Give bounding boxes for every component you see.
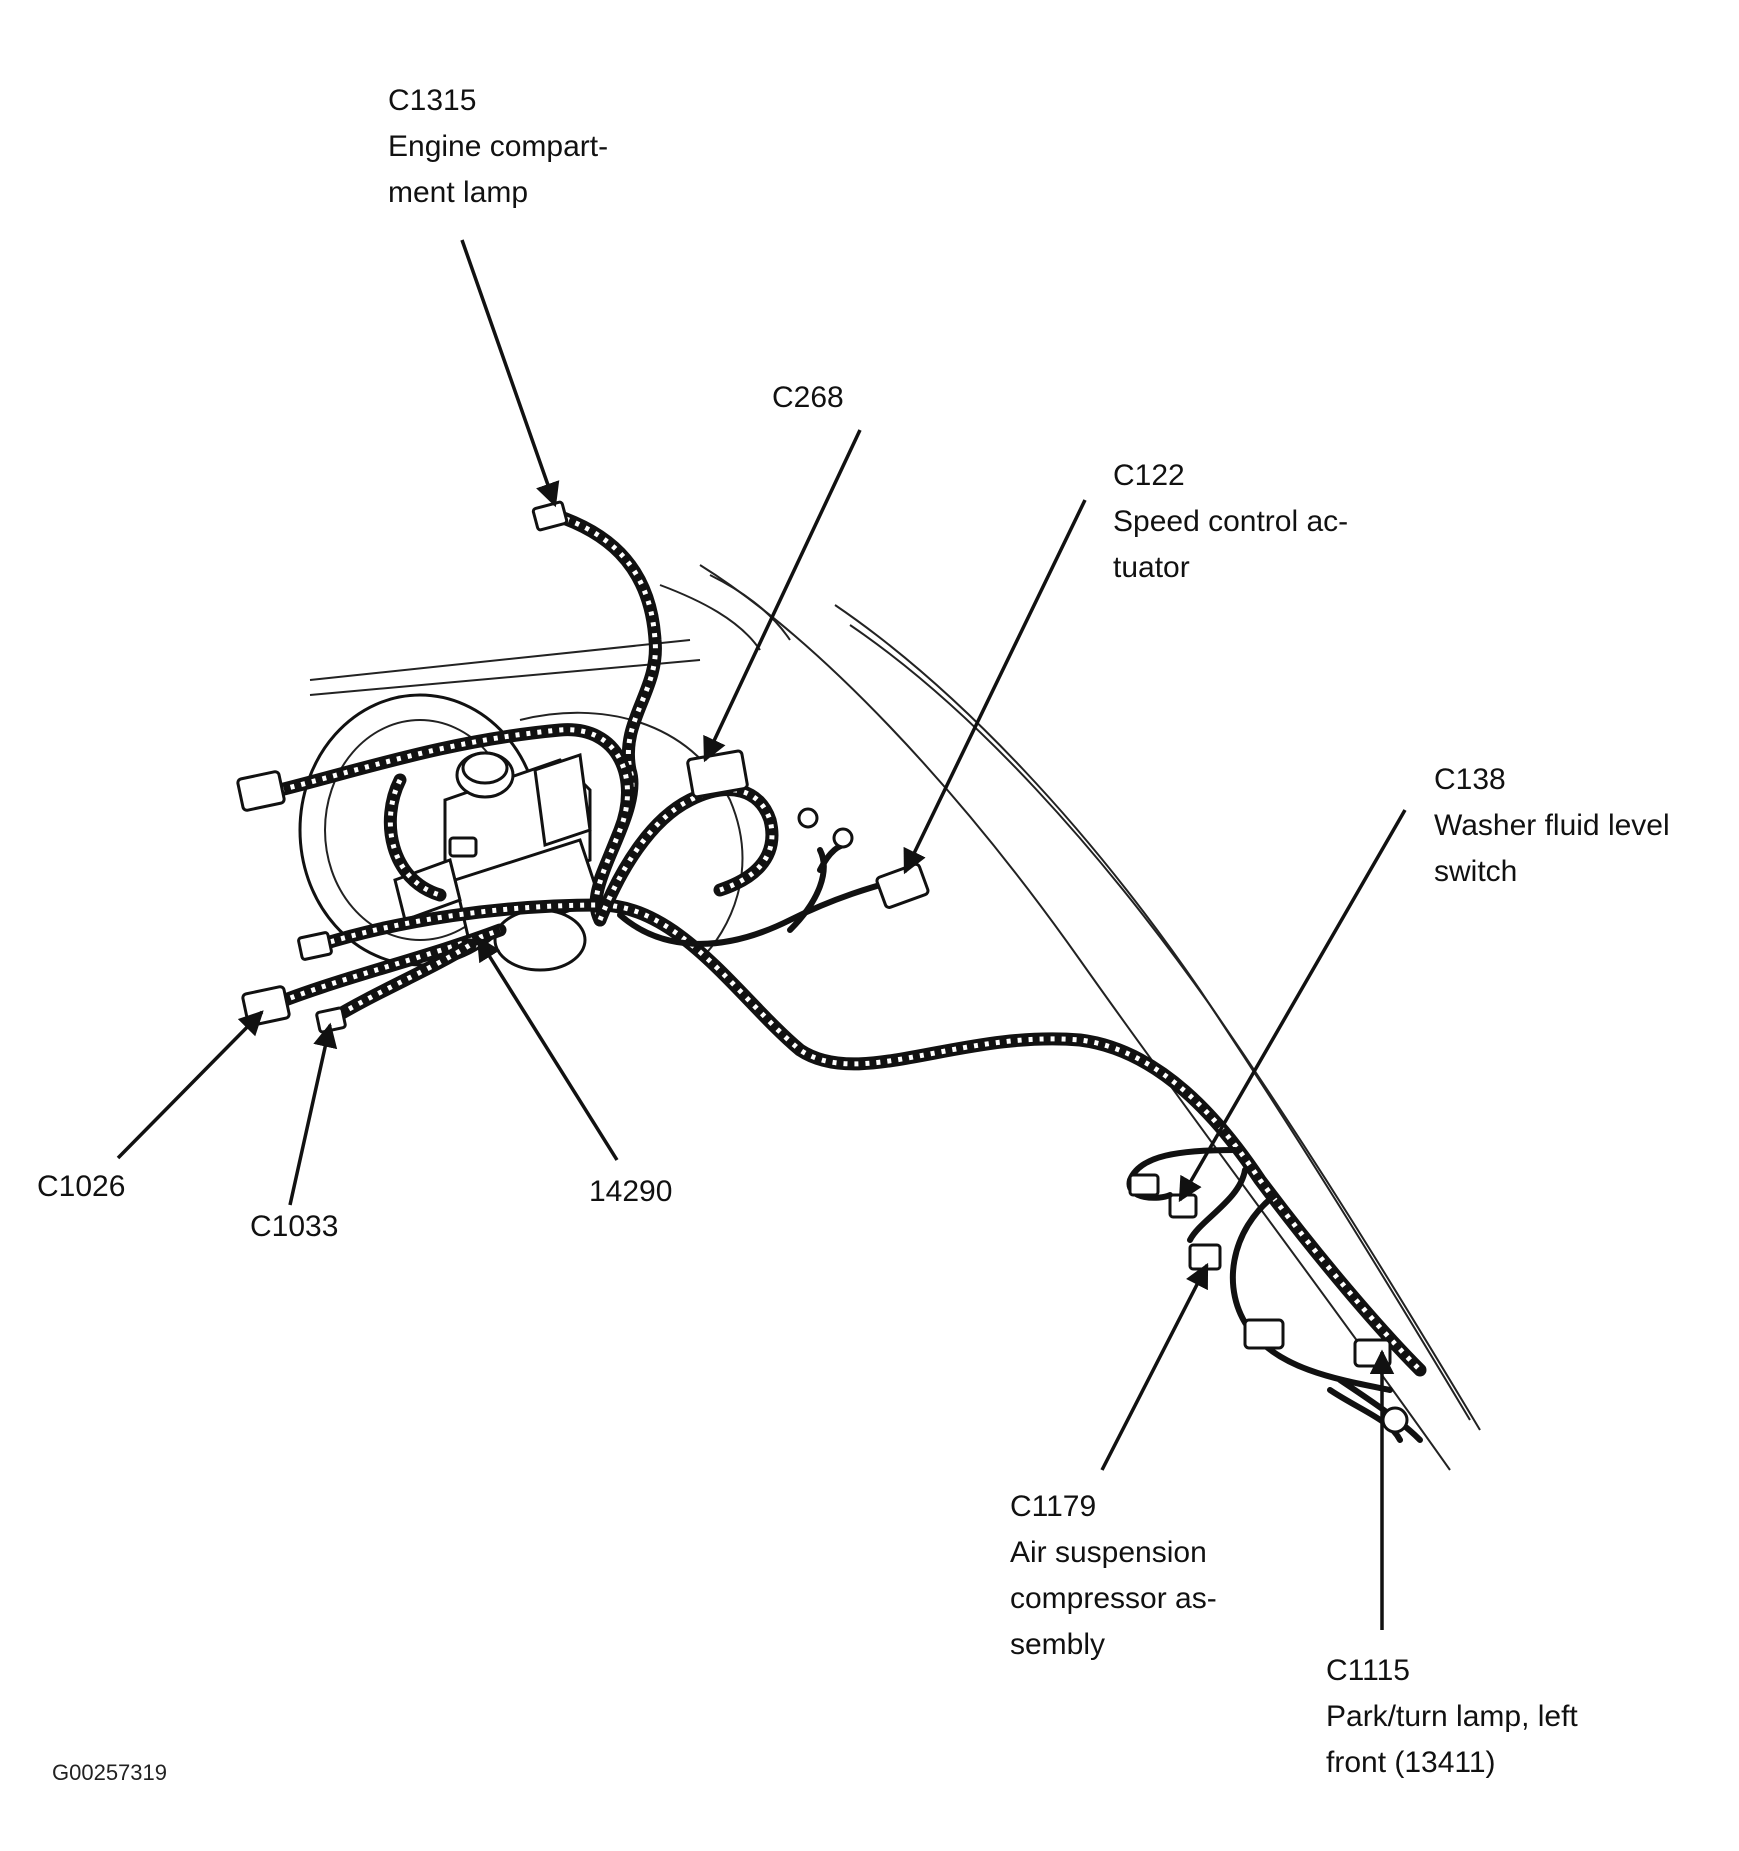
callout-c1179: C1179 Air suspension compressor as- semb… [1010, 1484, 1217, 1668]
callout-c1026-code: C1026 [37, 1170, 126, 1203]
callout-c1115: C1115 Park/turn lamp, left front (13411) [1326, 1648, 1578, 1786]
callout-c1033: C1033 [250, 1204, 338, 1250]
callout-c1026: C1026 [37, 1164, 125, 1210]
branch-wires [617, 807, 1423, 1443]
callout-c138: C138 Washer fluid level switch [1434, 757, 1670, 895]
callout-leaders [116, 239, 1407, 1630]
callout-c1315: C1315 Engine compart- ment lamp [388, 78, 608, 216]
callout-14290-code: 14290 [589, 1175, 673, 1208]
figure-id: G00257319 [52, 1760, 167, 1785]
leader-c268 [703, 429, 862, 763]
callout-c1179-code: C1179 [1010, 1490, 1097, 1523]
leader-c122 [903, 499, 1087, 875]
callout-c1179-desc: Air suspension compressor as- sembly [1010, 1536, 1217, 1661]
leader-c1033 [288, 1022, 338, 1206]
callout-c1115-desc: Park/turn lamp, left front (13411) [1326, 1700, 1578, 1779]
callout-c138-code: C138 [1434, 763, 1506, 796]
leader-14290 [476, 935, 619, 1161]
leader-c1315 [460, 239, 560, 508]
callout-c138-desc: Washer fluid level switch [1434, 809, 1670, 888]
fender-outline [309, 564, 1481, 1471]
leader-c1026 [116, 1010, 264, 1160]
callout-c122-code: C122 [1113, 459, 1185, 492]
callout-c1315-desc: Engine compart- ment lamp [388, 130, 609, 209]
callout-c1315-code: C1315 [388, 84, 477, 117]
callout-c122: C122 Speed control ac- tuator [1113, 453, 1348, 591]
callout-c1033-code: C1033 [250, 1210, 339, 1243]
callout-c122-desc: Speed control ac- tuator [1113, 505, 1349, 584]
callout-c268-code: C268 [772, 381, 844, 414]
leader-c138 [1178, 809, 1407, 1203]
callout-c1115-code: C1115 [1326, 1654, 1410, 1687]
callout-14290: 14290 [589, 1169, 672, 1215]
callout-c268: C268 [772, 375, 844, 421]
leader-c1179 [1100, 1262, 1209, 1471]
